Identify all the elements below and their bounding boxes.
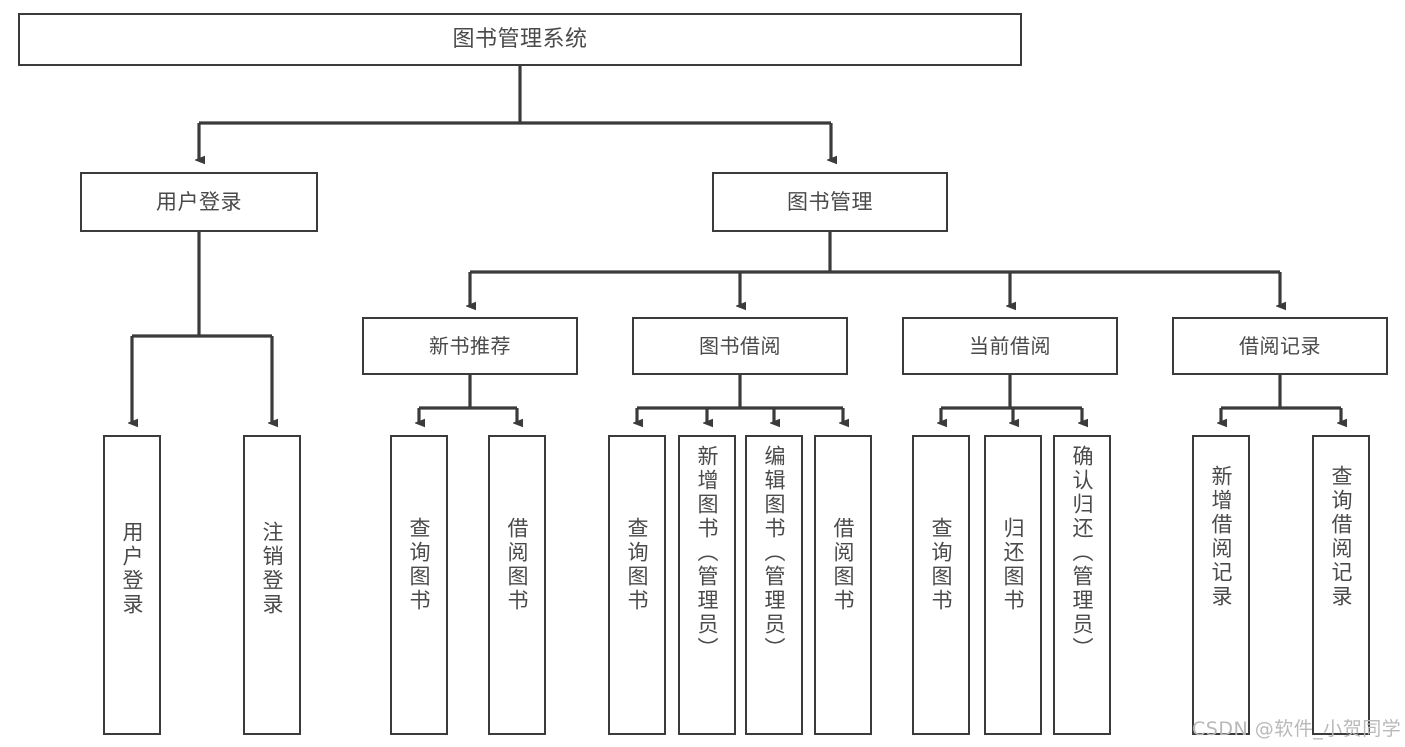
node-borrow-record[interactable]: 借阅记录 [1172,317,1388,375]
node-label: 查询图书 [407,517,432,613]
node-label: 新增图书（管理员） [695,445,720,661]
node-label: 查询图书 [929,517,954,613]
node-leaf-query-book-2[interactable]: 查询图书 [608,435,666,735]
node-label: 用户登录 [156,189,242,214]
node-leaf-query-record[interactable]: 查询借阅记录 [1312,435,1370,735]
node-leaf-borrow-book-2[interactable]: 借阅图书 [814,435,872,735]
node-leaf-user-login[interactable]: 用户登录 [103,435,161,735]
node-leaf-borrow-book-1[interactable]: 借阅图书 [488,435,546,735]
node-label: 图书借阅 [699,333,781,358]
node-label: 用户登录 [120,521,145,617]
node-label: 新书推荐 [429,333,511,358]
node-label: 确认归还（管理员） [1070,445,1095,661]
node-label: 借阅图书 [831,517,856,613]
node-book-borrow[interactable]: 图书借阅 [632,317,848,375]
node-root-system[interactable]: 图书管理系统 [18,13,1022,66]
node-label: 编辑图书（管理员） [762,445,787,661]
node-label: 图书管理系统 [452,26,588,52]
node-current-borrow[interactable]: 当前借阅 [902,317,1118,375]
node-label: 当前借阅 [969,333,1051,358]
node-label: 借阅图书 [505,517,530,613]
node-label: 新增借阅记录 [1209,465,1234,609]
node-label: 注销登录 [260,521,285,617]
node-leaf-query-book-1[interactable]: 查询图书 [390,435,448,735]
node-label: 查询借阅记录 [1329,465,1354,609]
node-label: 借阅记录 [1239,333,1321,358]
csdn-watermark: CSDN @软件_小贺同学 [1192,718,1402,740]
node-leaf-query-book-3[interactable]: 查询图书 [912,435,970,735]
node-leaf-add-book[interactable]: 新增图书（管理员） [678,435,736,735]
node-label: 查询图书 [625,517,650,613]
node-leaf-confirm-return[interactable]: 确认归还（管理员） [1053,435,1111,735]
node-label: 图书管理 [787,189,873,214]
node-leaf-edit-book[interactable]: 编辑图书（管理员） [745,435,803,735]
node-user-login[interactable]: 用户登录 [80,172,318,232]
node-leaf-return-book[interactable]: 归还图书 [984,435,1042,735]
node-new-book-rec[interactable]: 新书推荐 [362,317,578,375]
node-label: 归还图书 [1001,517,1026,613]
node-leaf-logout[interactable]: 注销登录 [243,435,301,735]
node-leaf-add-record[interactable]: 新增借阅记录 [1192,435,1250,735]
node-book-manage[interactable]: 图书管理 [712,172,948,232]
